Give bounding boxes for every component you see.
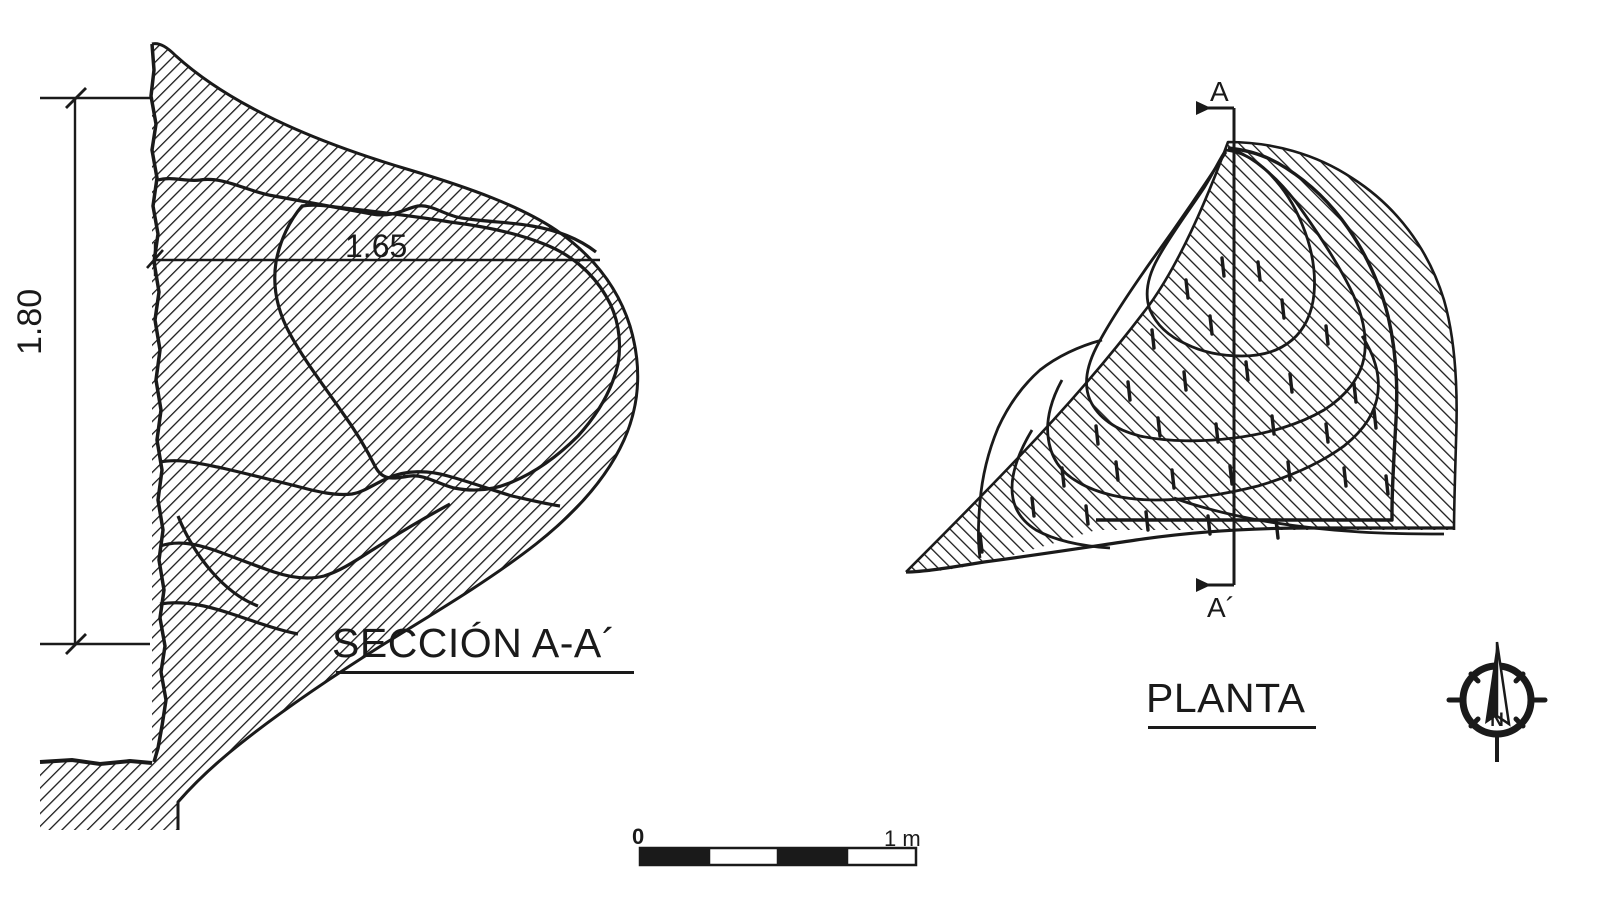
plan-shelter-dripline (1096, 146, 1399, 522)
scale-bar-end-label: 1 m (884, 826, 921, 851)
plan-outer-rock-edge (905, 140, 1458, 573)
north-letter: N (1490, 710, 1504, 731)
plan-left-rim (977, 338, 1103, 559)
section-floor-line (39, 757, 153, 767)
north-arrow: N (1446, 641, 1548, 762)
section-cut-line (1196, 101, 1236, 592)
section-datum-wall (149, 43, 168, 763)
dimension-height-value: 1.80 (11, 288, 49, 355)
plan-contour-3 (1046, 335, 1380, 502)
plan-view-caption-text: PLANTA (1146, 675, 1306, 721)
plan-contour-5 (1173, 496, 1445, 536)
scale-bar-segment-3 (778, 848, 847, 865)
plan-front-edge (905, 526, 1454, 574)
section-mark-a-prime: A´ (1207, 592, 1235, 623)
plan-rock-mass (906, 142, 1457, 573)
section-view-caption: SECCIÓN A-A´ (332, 620, 634, 674)
section-view-caption-text: SECCIÓN A-A´ (332, 620, 616, 666)
scale-bar-segment-1 (640, 848, 709, 865)
plan-contour-4 (1010, 429, 1111, 550)
plan-caption-underline (1148, 726, 1316, 729)
dimension-width-1.65 (146, 242, 600, 276)
plan-slope-ticks (978, 256, 1390, 554)
plan-view-caption: PLANTA (1146, 675, 1316, 729)
section-lower-boundary-3 (176, 515, 259, 608)
section-caption-underline (336, 671, 634, 674)
section-lower-boundary-2 (159, 502, 451, 580)
scale-bar (638, 846, 918, 867)
section-rock-mass (40, 43, 638, 831)
section-talus-line (159, 601, 299, 636)
section-lower-boundary-1 (159, 459, 561, 508)
section-view (39, 42, 640, 831)
plan-contour-1 (1145, 148, 1316, 358)
section-mark-a: A (1210, 76, 1229, 107)
dimension-width-value: 1.65 (345, 228, 408, 264)
section-chamber-outline (273, 203, 622, 492)
scale-bar-start-label: 0 (632, 824, 645, 849)
plan-view (905, 101, 1458, 592)
section-outer-profile (151, 42, 640, 830)
dimension-height-1.80 (40, 87, 150, 655)
